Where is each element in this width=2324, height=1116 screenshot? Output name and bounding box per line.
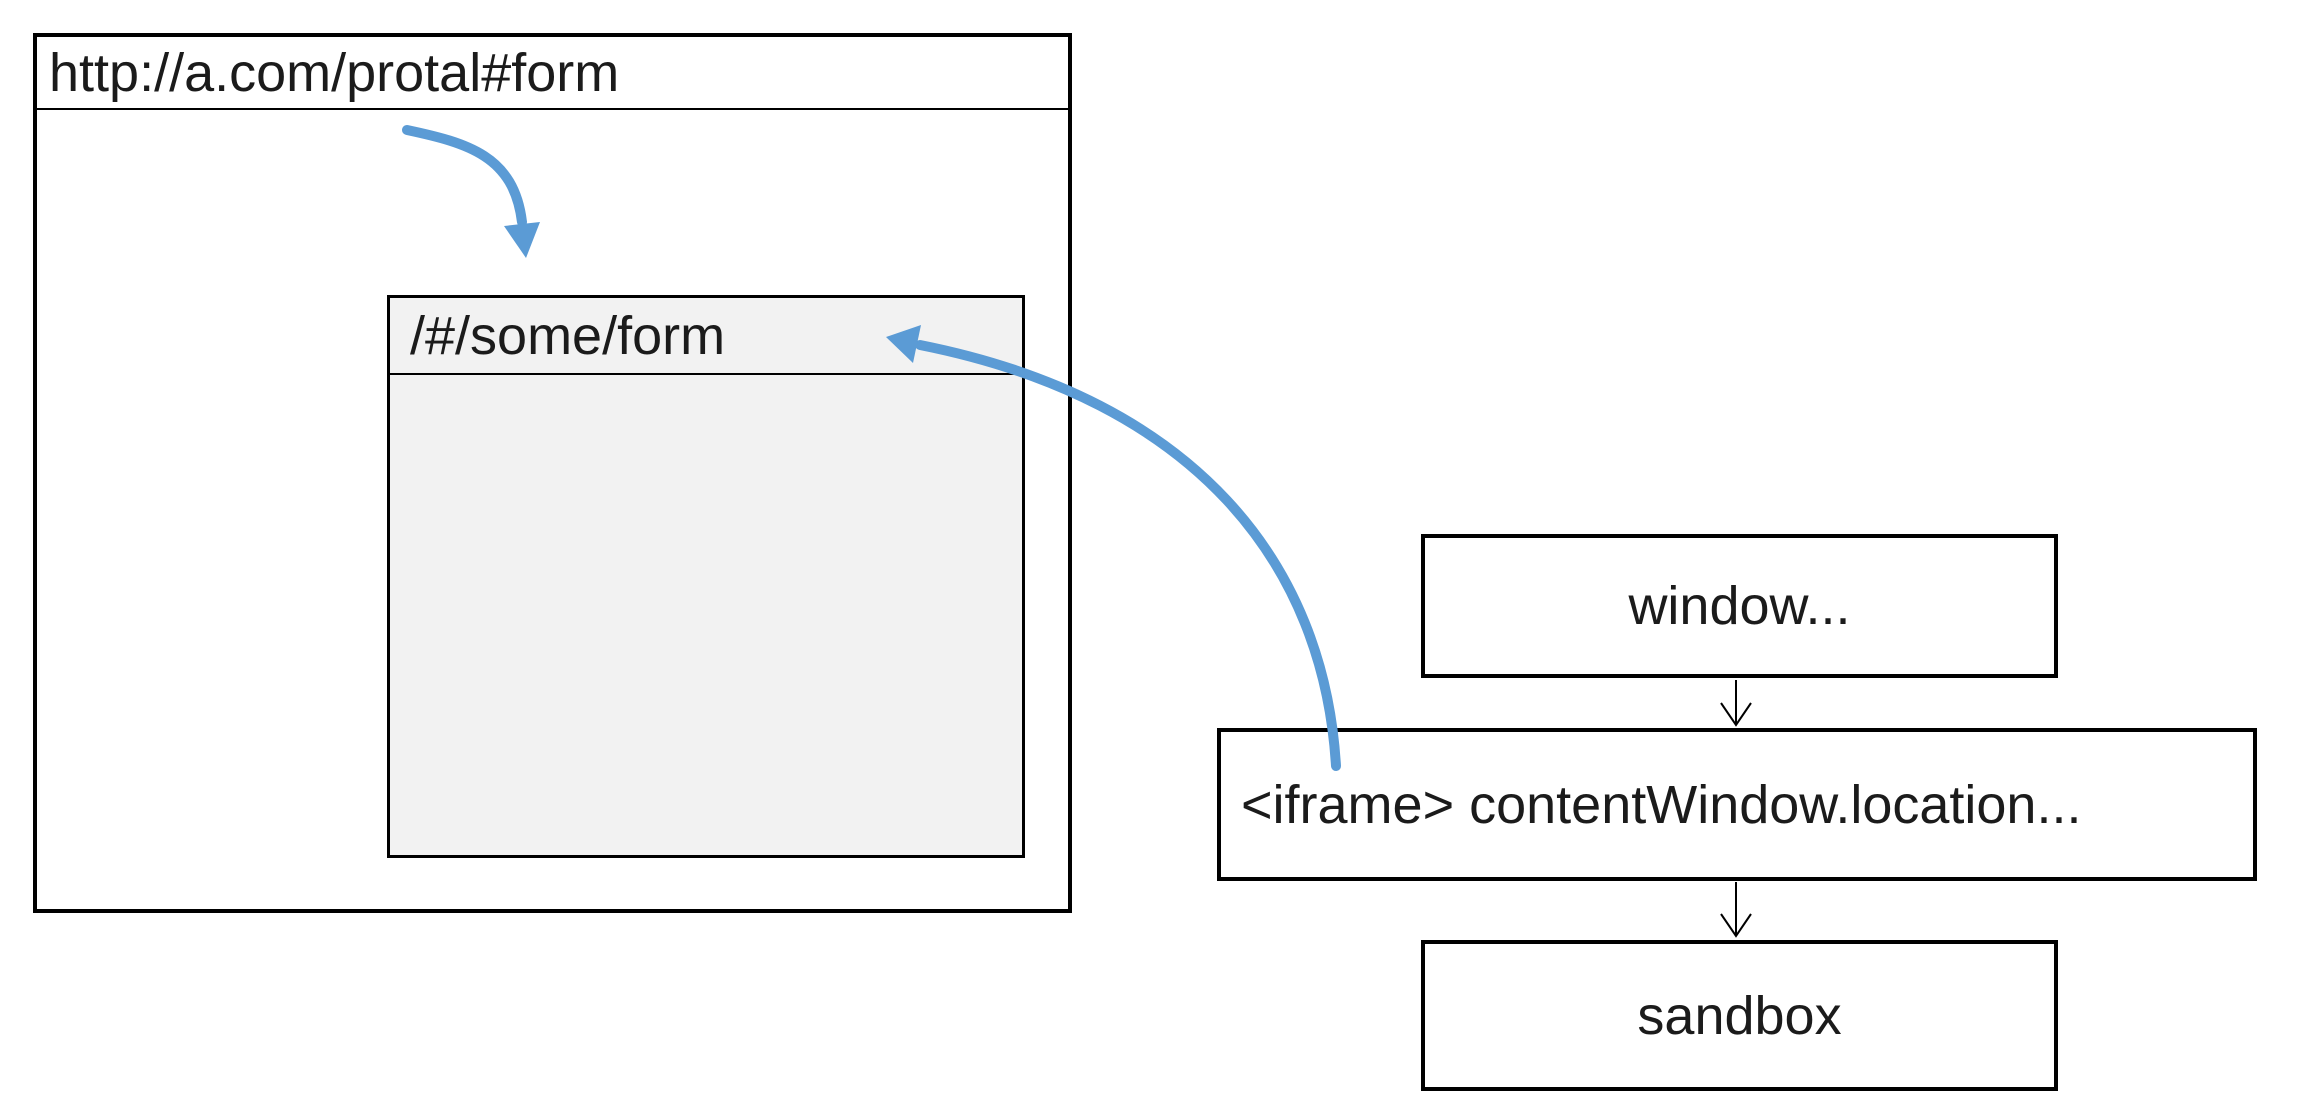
flow-node-window-label: window... [1628, 576, 1851, 636]
flow-node-window: window... [1421, 534, 2058, 678]
iframe-box: /#/some/form [387, 295, 1025, 858]
url-text: http://a.com/protal#form [49, 42, 620, 103]
open-arrowhead-down-icon [1720, 702, 1752, 727]
flow-node-iframe-contentwindow-label: <iframe> contentWindow.location... [1241, 774, 2082, 835]
iframe-path-text: /#/some/form [410, 305, 726, 366]
iframe-body [390, 375, 1022, 856]
flow-node-sandbox-label: sandbox [1637, 985, 1842, 1046]
browser-window-box: http://a.com/protal#form /#/some/form [33, 33, 1072, 913]
flow-node-sandbox: sandbox [1421, 940, 2058, 1091]
flow-node-iframe-contentwindow: <iframe> contentWindow.location... [1217, 728, 2257, 881]
open-arrowhead-down-icon [1720, 913, 1752, 938]
connector-window-to-iframe [1720, 680, 1752, 727]
iframe-header: /#/some/form [390, 298, 1022, 375]
url-bar: http://a.com/protal#form [37, 37, 1068, 110]
connector-iframe-to-sandbox [1720, 882, 1752, 938]
